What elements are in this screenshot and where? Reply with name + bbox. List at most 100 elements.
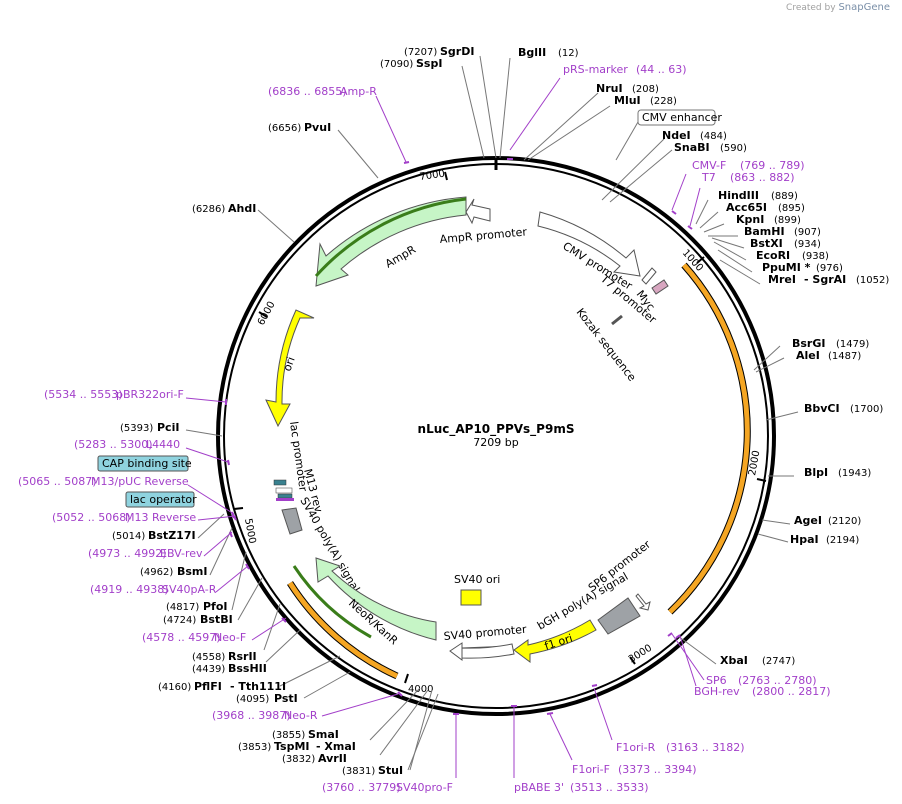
svg-text:(44 .. 63): (44 .. 63) [636,63,687,76]
svg-text:(5065 .. 5087): (5065 .. 5087) [18,475,97,488]
svg-text:(3513 .. 3533): (3513 .. 3533) [570,781,649,794]
svg-text:(889): (889) [771,191,798,202]
svg-text:BstZ17I: BstZ17I [148,529,196,542]
svg-text:BamHI: BamHI [744,225,785,238]
plasmid-length: 7209 bp [473,436,518,449]
svg-text:(976): (976) [816,263,843,274]
svg-text:Amp-R: Amp-R [340,85,377,98]
svg-text:lac operator: lac operator [130,493,197,506]
svg-text:AhdI: AhdI [228,202,256,215]
neor-arrow [315,557,437,641]
enzyme-avrii: (3832)AvrII [282,752,347,765]
enzyme-ppumi: PpuMI *(976) [762,261,843,274]
svg-text:(12): (12) [558,48,579,59]
bgh-polya-mark [597,597,641,635]
svg-text:(5283 .. 5300): (5283 .. 5300) [74,438,153,451]
svg-text:(2194): (2194) [826,535,859,546]
svg-text:pBABE 3': pBABE 3' [514,781,564,794]
svg-text:(4919 .. 4938): (4919 .. 4938) [90,583,169,596]
enzyme-bsrgi: BsrGI(1479) [792,337,869,350]
ampr-promoter-arrow [465,198,491,225]
cap-binding-site-box: CAP binding site [97,455,192,472]
primer-t7: T7 (863 .. 882) [701,171,795,184]
enzyme-xbai: XbaI(2747) [720,654,795,667]
svg-text:T7: T7 [701,171,716,184]
svg-text:PstI: PstI [274,692,298,705]
primer-m13-reverse: (5052 .. 5068)M13 Reverse [52,511,196,524]
kozak-mark [611,314,623,326]
svg-text:BssHII: BssHII [228,662,267,675]
svg-text:BstBI: BstBI [200,613,233,626]
sv40-polya-mark [281,507,303,535]
enzyme-kpni: KpnI(899) [736,213,801,226]
svg-text:(4817): (4817) [166,602,199,613]
ampr-label: AmpR [383,243,418,271]
svg-text:(863 .. 882): (863 .. 882) [730,171,795,184]
svg-text:(3855): (3855) [272,730,305,741]
svg-text:(4558): (4558) [192,652,225,663]
plasmid-name: nLuc_AP10_PPVs_P9mS [418,422,575,437]
enzyme-pfoi: (4817) PfoI [166,600,228,613]
svg-text:(6656): (6656) [268,123,301,134]
svg-text:CAP binding site: CAP binding site [102,457,192,470]
snapgene-logo: SnapGene [838,2,890,13]
tick-2000: 2000 [747,450,762,477]
svg-text:(5393): (5393) [120,423,153,434]
svg-text:EBV-rev: EBV-rev [160,547,203,560]
svg-text:(2763 .. 2780): (2763 .. 2780) [738,674,817,687]
tick-5000: 5000 [242,518,257,545]
ampr-arrow [315,196,467,287]
svg-text:(769 .. 789): (769 .. 789) [740,159,805,172]
cap-site-mark [273,479,287,486]
svg-text:pBR322ori-F: pBR322ori-F [116,388,184,401]
enzyme-mlui: MluI(228) [614,94,677,107]
svg-text:BstXI: BstXI [750,237,783,250]
credit-prefix: Created by [786,3,836,13]
svg-text:(1479): (1479) [836,339,869,350]
svg-text:(2120): (2120) [828,516,861,527]
svg-text:TspMI: TspMI [274,740,310,753]
enzyme-acc65i: Acc65I(895) [726,201,805,214]
svg-text:BlpI: BlpI [804,466,828,479]
svg-text:PciI: PciI [157,421,179,434]
kozak-label: Kozak sequence [574,306,639,384]
primer-ebv-rev: (4973 .. 4992)EBV-rev [88,547,203,560]
ori-arrow [265,309,315,428]
enzyme-alei: AleI(1487) [796,349,861,362]
svg-text:(3373 .. 3394): (3373 .. 3394) [618,763,697,776]
enzyme-smai: (3855)SmaI [272,728,339,741]
svg-text:- SgrAI: - SgrAI [804,273,846,286]
svg-text:CMV enhancer: CMV enhancer [642,111,722,124]
svg-text:PfoI: PfoI [203,600,228,613]
svg-text:(484): (484) [700,131,727,142]
sv40-promoter-label: SV40 promoter [443,623,527,643]
svg-text:BbvCI: BbvCI [804,402,840,415]
neor-line [292,565,372,639]
svg-text:(6286): (6286) [192,204,225,215]
enzyme-hindiii: HindIII (889) [718,189,798,202]
ampr-line [314,197,467,278]
svg-text:SV40pA-R: SV40pA-R [162,583,217,596]
primer-bgh-rev: BGH-rev(2800 .. 2817) [694,685,831,698]
primer-sp6: SP6 (2763 .. 2780) [706,674,817,687]
svg-text:(4962): (4962) [140,567,173,578]
cmv-enhancer-box: CMV enhancer [637,109,722,126]
svg-text:CMV-F: CMV-F [692,159,726,172]
enzyme-bstz17i: (5014)BstZ17I [112,529,196,542]
svg-text:SP6: SP6 [706,674,727,687]
svg-text:(934): (934) [794,239,821,250]
svg-text:HindIII: HindIII [718,189,759,202]
sv40-promoter-body [461,643,515,659]
primer-cmv-f: CMV-F (769 .. 789) [692,159,805,172]
credit: Created by SnapGene [786,2,890,13]
enzyme-pcii: (5393) PciI [120,421,179,434]
enzyme-snabi: SnaBI(590) [674,141,747,154]
svg-text:(4095): (4095) [236,694,269,705]
svg-text:(228): (228) [650,96,677,107]
svg-text:(3760 .. 3779): (3760 .. 3779) [322,781,401,794]
primer-pbr322ori-f: (5534 .. 5553)pBR322ori-F [44,388,184,401]
svg-text:NdeI: NdeI [662,129,691,142]
enzyme-pflfi: (4160)PflFI- Tth111I [158,680,286,693]
svg-text:SnaBI: SnaBI [674,141,710,154]
